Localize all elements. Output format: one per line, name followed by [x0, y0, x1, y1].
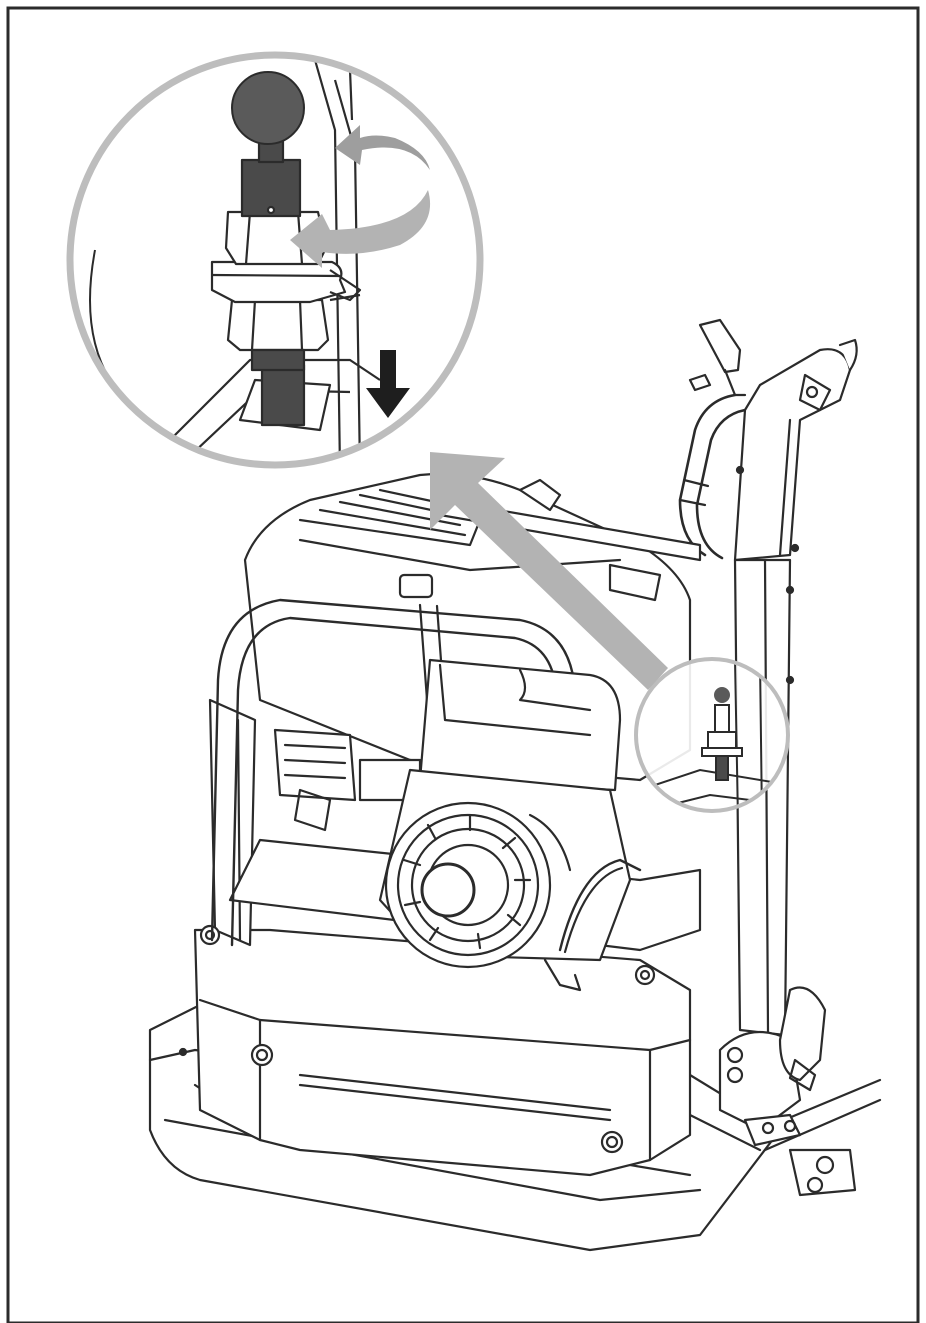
handle-column: [718, 558, 827, 1132]
hose: [558, 858, 642, 952]
knob-icon: [714, 687, 730, 703]
plate-compactor: [148, 318, 882, 1252]
belt-guard: [199, 698, 257, 947]
detail-marker-small: [634, 657, 790, 813]
rotate-arrow-icon: [335, 125, 430, 170]
down-arrow-icon: [366, 350, 410, 418]
recoil-starter: [384, 801, 572, 969]
page-frame: [6, 6, 920, 1323]
throttle-lever: [688, 318, 747, 397]
knob-icon: [231, 71, 305, 145]
transport-bracket: [743, 1078, 882, 1197]
rotate-arrow-icon: [290, 190, 431, 268]
guide-handle: [678, 338, 858, 562]
exciter-housing: [193, 928, 692, 1177]
zoom-callout: [66, 51, 484, 469]
pointer-arrow-icon: [430, 452, 668, 690]
